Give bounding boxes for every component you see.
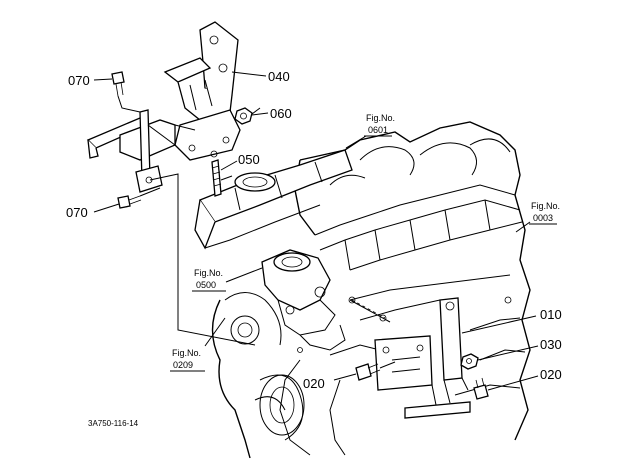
- support-arm: [86, 109, 196, 193]
- fig-ref-0003: Fig.No. 0003: [529, 201, 560, 225]
- bolt-070-top: [111, 71, 125, 97]
- fasteners: [111, 71, 489, 400]
- fig-caption-0209: Fig.No.: [172, 348, 201, 358]
- bolt-020-right: [473, 377, 489, 400]
- fig-caption-0500: Fig.No.: [194, 268, 223, 278]
- bolt-020-left: [355, 363, 381, 381]
- fig-number-0601: 0601: [368, 125, 388, 135]
- part-label-060: 060: [270, 106, 292, 121]
- fig-number-0500: 0500: [196, 280, 216, 290]
- part-label-010: 010: [540, 307, 562, 322]
- nut-060: [234, 107, 253, 125]
- part-label-030: 030: [540, 337, 562, 352]
- nut-030: [460, 353, 479, 370]
- engine-block: [211, 121, 531, 459]
- assembly-lines: [117, 95, 396, 369]
- fig-ref-0500: Fig.No. 0500: [192, 268, 226, 292]
- drawing-code: 3A750-116-14: [88, 419, 139, 428]
- part-label-040: 040: [268, 69, 290, 84]
- bolt-070-bottom: [117, 195, 142, 209]
- figure-refs: Fig.No. 0601 Fig.No. 0003 Fig.No. 0500 F…: [170, 113, 560, 372]
- thermostat-housing: [261, 249, 346, 351]
- bracket-040: [163, 21, 241, 161]
- fig-number-0209: 0209: [173, 360, 193, 370]
- leader-lines: [93, 71, 539, 391]
- manifold: [194, 149, 353, 250]
- part-label-070-top: 070: [68, 73, 90, 88]
- fig-caption-0601: Fig.No.: [366, 113, 395, 123]
- fig-number-0003: 0003: [533, 213, 553, 223]
- part-label-070-bottom: 070: [66, 205, 88, 220]
- fig-ref-0601: Fig.No. 0601: [364, 113, 395, 137]
- stay-010: [374, 297, 471, 419]
- fig-caption-0003: Fig.No.: [531, 201, 560, 211]
- part-label-050: 050: [238, 152, 260, 167]
- fig-ref-0209: Fig.No. 0209: [170, 348, 205, 372]
- part-label-020-left: 020: [303, 376, 325, 391]
- part-labels: 070 070 040 060 050 010 030 020 020: [66, 69, 562, 391]
- part-label-020-right: 020: [540, 367, 562, 382]
- stud-050: [211, 159, 222, 197]
